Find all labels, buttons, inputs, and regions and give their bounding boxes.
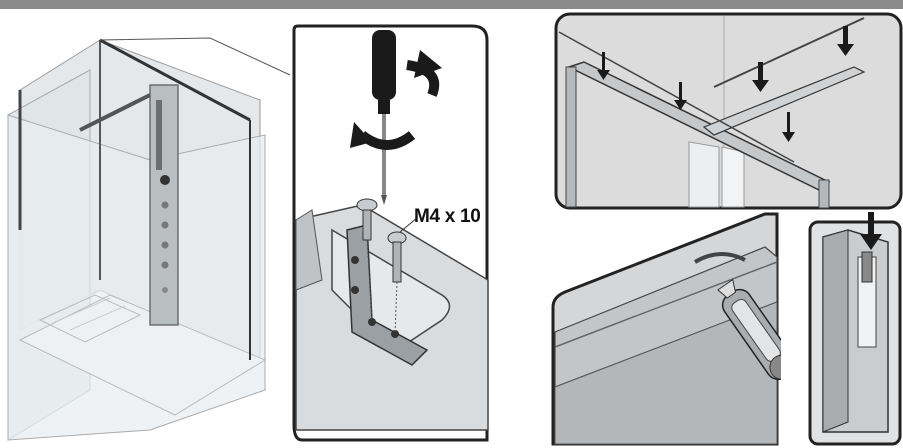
utility-knife-icon xyxy=(551,212,781,446)
profile-cap-icon xyxy=(808,212,902,446)
cutter-panel xyxy=(545,212,781,448)
header-bar xyxy=(0,0,903,9)
top-rail-panel xyxy=(554,12,903,212)
profile-cap-panel xyxy=(808,212,903,448)
top-rail-assembly-icon xyxy=(554,12,903,210)
shower-cabin-overview-icon xyxy=(7,37,291,441)
screwdriver-bracket-icon xyxy=(292,24,489,442)
screw-detail-panel: M4 x 10 xyxy=(292,20,492,448)
screw-size-label: M4 x 10 xyxy=(414,206,481,227)
shower-cabin-illustration xyxy=(0,30,300,445)
